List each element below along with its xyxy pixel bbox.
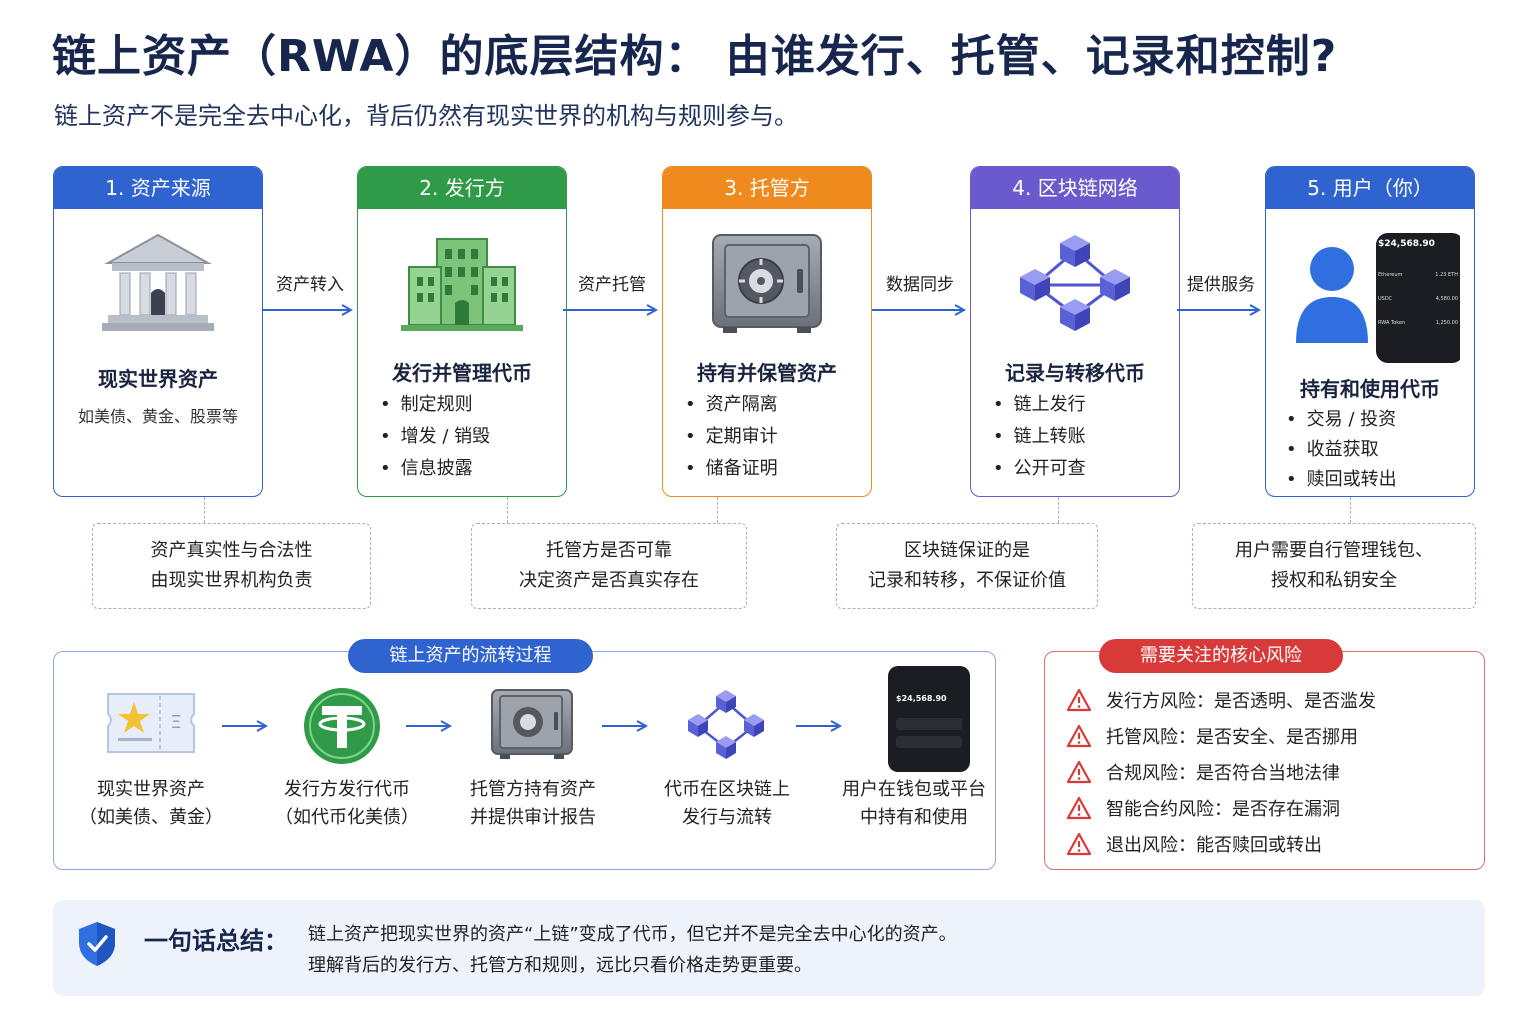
stage-item-list: 制定规则 增发 / 销毁 信息披露 bbox=[380, 389, 491, 485]
flow-label-custody: 资产托管 bbox=[578, 275, 646, 295]
safe-vault-icon bbox=[488, 686, 576, 766]
blockchain-cubes-icon bbox=[971, 229, 1179, 337]
list-item: 链上发行 bbox=[993, 389, 1086, 421]
blockchain-cubes-icon bbox=[680, 686, 772, 768]
warning-icon bbox=[1066, 832, 1092, 856]
list-item: 赎回或转出 bbox=[1286, 465, 1397, 495]
flow-arrow bbox=[263, 298, 357, 322]
stage-title: 持有并保管资产 bbox=[697, 361, 837, 385]
stage-item-list: 链上发行 链上转账 公开可查 bbox=[993, 389, 1086, 485]
note-wallet-security: 用户需要自行管理钱包、授权和私钥安全 bbox=[1192, 523, 1476, 609]
risk-item: 合规风险：是否符合当地法律 bbox=[1066, 754, 1340, 790]
wallet-row bbox=[896, 736, 962, 748]
stage-card-issuer: 2. 发行方 发行并管理代币 制定规则 增发 / 销毁 信息披露 bbox=[357, 166, 567, 497]
risk-title-pill: 需要关注的核心风险 bbox=[1099, 639, 1343, 673]
list-item: 链上转账 bbox=[993, 421, 1086, 453]
list-item: 资产隔离 bbox=[685, 389, 778, 421]
stage-item-list: 交易 / 投资 收益获取 赎回或转出 bbox=[1286, 405, 1397, 495]
bank-building-icon bbox=[54, 227, 262, 337]
list-item: 储备证明 bbox=[685, 453, 778, 485]
stage-header: 2. 发行方 bbox=[358, 167, 566, 209]
shield-check-icon bbox=[76, 920, 118, 972]
stage-item-list: 资产隔离 定期审计 储备证明 bbox=[685, 389, 778, 485]
stage-title: 持有和使用代币 bbox=[1300, 377, 1440, 401]
process-arrow bbox=[406, 714, 456, 738]
summary-line-1: 链上资产把现实世界的资产“上链”变成了代币，但它并不是完全去中心化的资产。 bbox=[308, 924, 957, 945]
flow-label-service: 提供服务 bbox=[1187, 275, 1255, 295]
list-item: 收益获取 bbox=[1286, 435, 1397, 465]
asset-certificate-icon: Ξ bbox=[104, 688, 198, 762]
stage-card-asset-source: 1. 资产来源 现实世界资产 如美债、黄金、股票等 bbox=[53, 166, 263, 497]
note-connector bbox=[204, 497, 205, 523]
flow-arrow bbox=[872, 298, 970, 322]
note-connector bbox=[507, 497, 508, 523]
stage-header: 3. 托管方 bbox=[663, 167, 871, 209]
note-custodian-reliability: 托管方是否可靠决定资产是否真实存在 bbox=[471, 523, 747, 609]
list-item: 定期审计 bbox=[685, 421, 778, 453]
list-item: 交易 / 投资 bbox=[1286, 405, 1397, 435]
process-arrow bbox=[222, 714, 272, 738]
flow-label-asset-transfer: 资产转入 bbox=[276, 275, 344, 295]
risk-item: 智能合约风险：是否存在漏洞 bbox=[1066, 790, 1340, 826]
process-title-pill: 链上资产的流转过程 bbox=[348, 639, 593, 673]
process-arrow bbox=[796, 714, 846, 738]
stage-header: 1. 资产来源 bbox=[54, 167, 262, 209]
wallet-balance: $24,568.90 bbox=[896, 694, 947, 703]
note-asset-authenticity: 资产真实性与合法性由现实世界机构负责 bbox=[92, 523, 371, 609]
stage-title: 现实世界资产 bbox=[98, 367, 218, 391]
user-with-phone-wallet-icon bbox=[1266, 231, 1474, 367]
warning-icon bbox=[1066, 796, 1092, 820]
stage-header: 4. 区块链网络 bbox=[971, 167, 1179, 209]
process-step-custody: 托管方持有资产并提供审计报告 bbox=[470, 779, 596, 828]
flow-arrow bbox=[563, 298, 662, 322]
safe-vault-icon bbox=[663, 229, 871, 335]
tether-coin-icon bbox=[302, 686, 382, 770]
wallet-row bbox=[896, 718, 962, 730]
note-blockchain-guarantee: 区块链保证的是记录和转移，不保证价值 bbox=[836, 523, 1098, 609]
svg-text:Ξ: Ξ bbox=[170, 712, 181, 733]
list-item: 信息披露 bbox=[380, 453, 490, 485]
page-subtitle: 链上资产不是完全去中心化，背后仍然有现实世界的机构与规则参与。 bbox=[54, 102, 798, 130]
process-step-real-asset: 现实世界资产（如美债、黄金） bbox=[79, 779, 223, 828]
list-item: 公开可查 bbox=[993, 453, 1086, 485]
stage-card-blockchain-network: 4. 区块链网络 记录与转移代币 链上发行 链上转账 公开可查 bbox=[970, 166, 1180, 497]
process-step-issuance: 发行方发行代币（如代币化美债） bbox=[275, 779, 419, 828]
warning-icon bbox=[1066, 724, 1092, 748]
list-item: 制定规则 bbox=[380, 389, 490, 421]
phone-wallet-icon: $24,568.90 bbox=[888, 666, 970, 772]
page-title: 链上资产（RWA）的底层结构： 由谁发行、托管、记录和控制? bbox=[52, 31, 1338, 82]
stage-header: 5. 用户（你） bbox=[1266, 167, 1474, 209]
note-connector bbox=[717, 497, 718, 523]
process-arrow bbox=[602, 714, 652, 738]
warning-icon bbox=[1066, 760, 1092, 784]
stage-title: 发行并管理代币 bbox=[392, 361, 532, 385]
flow-label-data-sync: 数据同步 bbox=[886, 275, 954, 295]
stage-card-custodian: 3. 托管方 持有并保管资产 资产隔离 定期审计 储备证明 bbox=[662, 166, 872, 497]
process-step-user-wallet: 用户在钱包或平台中持有和使用 bbox=[842, 779, 986, 828]
note-connector bbox=[1350, 497, 1351, 523]
list-item: 增发 / 销毁 bbox=[380, 421, 491, 453]
summary-heading: 一句话总结： bbox=[144, 927, 288, 955]
risk-item: 退出风险：能否赎回或转出 bbox=[1066, 826, 1322, 862]
summary-line-2: 理解背后的发行方、托管方和规则，远比只看价格走势更重要。 bbox=[308, 955, 812, 976]
process-step-onchain: 代币在区块链上发行与流转 bbox=[664, 779, 790, 828]
green-office-building-icon bbox=[358, 229, 566, 333]
risk-item: 发行方风险：是否透明、是否滥发 bbox=[1066, 682, 1376, 718]
stage-desc: 如美债、黄金、股票等 bbox=[77, 407, 238, 426]
note-connector bbox=[1058, 497, 1059, 523]
flow-arrow bbox=[1177, 298, 1265, 322]
warning-icon bbox=[1066, 688, 1092, 712]
wallet-balance: $24,568.90 bbox=[1378, 239, 1435, 249]
risk-item: 托管风险：是否安全、是否挪用 bbox=[1066, 718, 1358, 754]
summary-panel bbox=[53, 900, 1485, 996]
stage-title: 记录与转移代币 bbox=[1005, 361, 1145, 385]
